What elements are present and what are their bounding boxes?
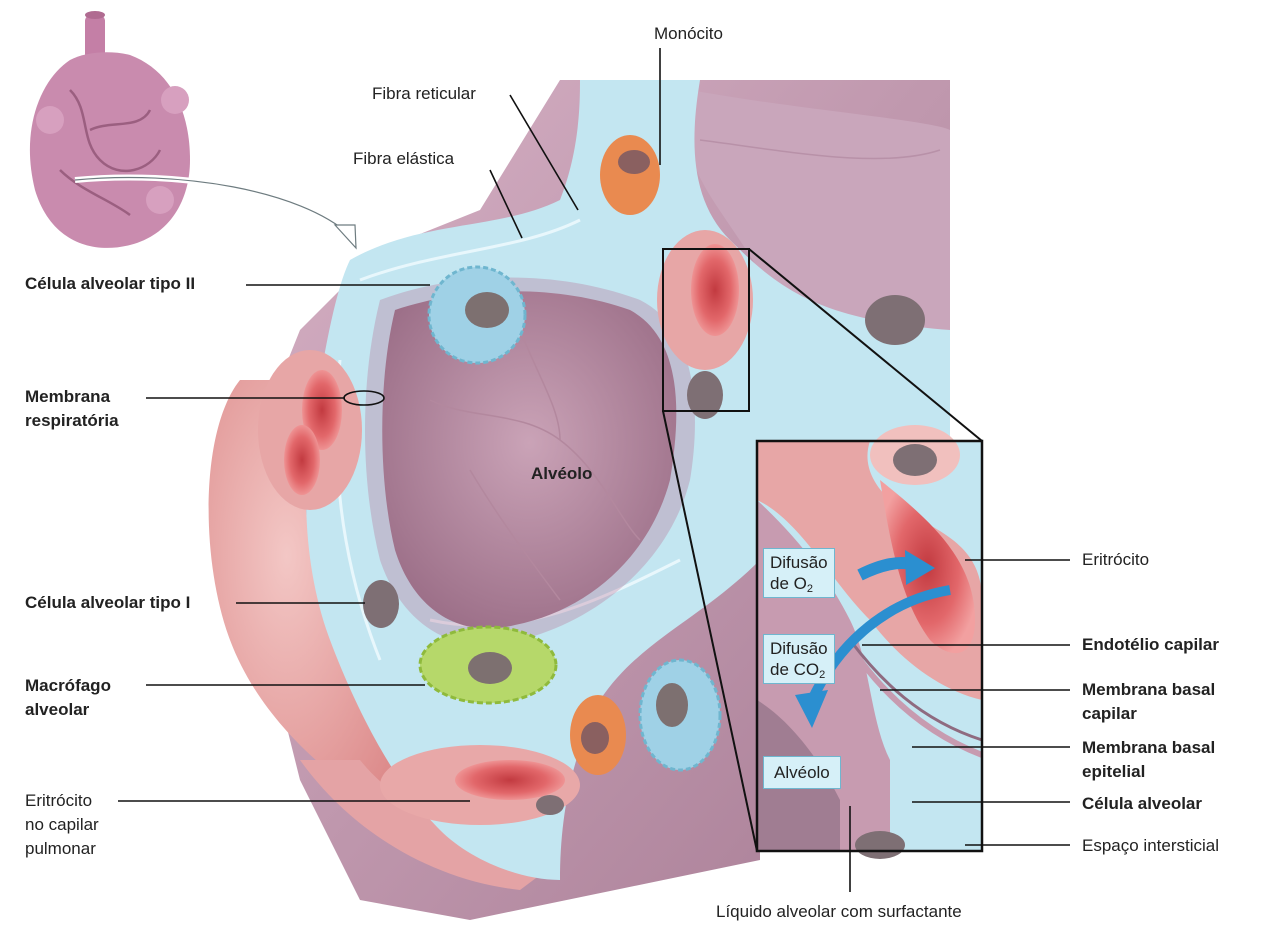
co2-diffusion-line2: de CO	[770, 660, 820, 679]
label-interstitial-space: Espaço intersticial	[1082, 836, 1220, 855]
co2-diffusion-line1: Difusão	[770, 639, 828, 658]
label-alveolar-cell: Célula alveolar	[1082, 794, 1203, 813]
o2-diffusion-line2: de O	[770, 574, 807, 593]
label-reticular-fiber: Fibra reticular	[372, 84, 476, 103]
label-macrophage: Macrófago alveolar	[25, 676, 111, 719]
monocyte-upper	[600, 135, 660, 215]
alveolar-sac-icon	[29, 11, 191, 248]
type-i-cell	[363, 580, 399, 628]
upper-capillary	[657, 230, 753, 419]
label-elastic-fiber: Fibra elástica	[353, 149, 455, 168]
left-capillary	[258, 350, 362, 510]
label-capillary-erythrocyte: Eritrócito no capilar pulmonar	[25, 791, 99, 858]
leader-lines	[118, 48, 1070, 892]
label-erythrocyte: Eritrócito	[1082, 550, 1150, 569]
label-epithelial-basement-membrane: Membrana basal epitelial	[1082, 738, 1216, 781]
lower-capillary	[380, 745, 580, 825]
type-ii-cell-lower	[638, 658, 722, 772]
label-monocyte: Monócito	[654, 24, 723, 43]
label-alveolus: Alvéolo	[531, 464, 593, 483]
label-alveolar-fluid: Líquido alveolar com surfactante	[716, 902, 962, 921]
co2-diffusion-box: Difusão de CO2	[763, 634, 835, 684]
o2-diffusion-box: Difusão de O2	[763, 548, 835, 598]
label-respiratory-membrane: Membrana respiratória	[25, 387, 119, 430]
type-ii-cell-upper	[427, 265, 527, 365]
o2-diffusion-line1: Difusão	[770, 553, 828, 572]
macrophage	[418, 625, 558, 705]
label-capillary-endothelium: Endotélio capilar	[1082, 635, 1219, 654]
label-type-ii-cell: Célula alveolar tipo II	[25, 274, 196, 293]
zoom-box	[662, 248, 750, 412]
co2-subscript: 2	[819, 669, 826, 681]
right-cell	[865, 295, 925, 345]
label-type-i-cell: Célula alveolar tipo I	[25, 593, 191, 612]
inset-alveolus-box: Alvéolo	[763, 756, 841, 789]
monocyte-lower	[570, 695, 626, 775]
label-capillary-basement-membrane: Membrana basal capilar	[1082, 680, 1216, 723]
alveolus	[365, 277, 695, 646]
o2-subscript: 2	[806, 583, 813, 595]
